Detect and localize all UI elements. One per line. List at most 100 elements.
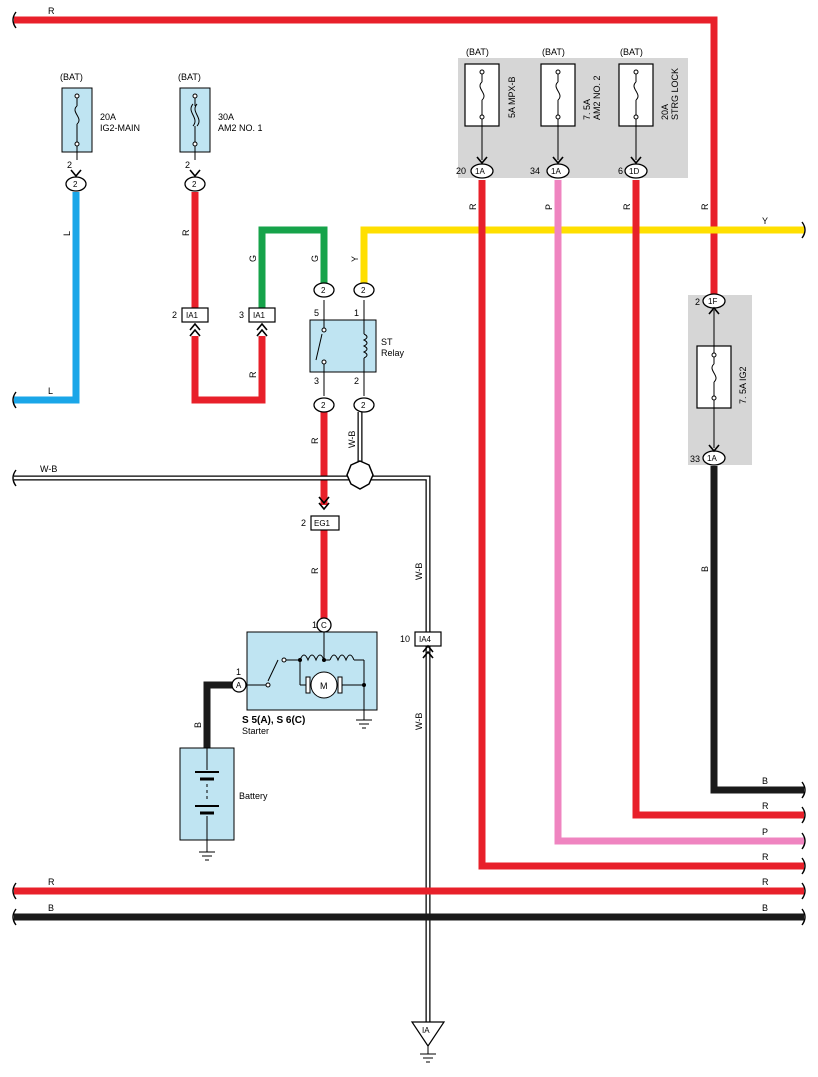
- wire-g: G G: [248, 226, 328, 308]
- wire-label-ia4-bottom: W-B: [414, 713, 424, 730]
- fuse-ig2-pin-bottom: 33: [690, 454, 700, 464]
- wire-label-right-1: B: [762, 776, 768, 786]
- wire-label-ia1-bottom: R: [248, 371, 258, 378]
- wire-label-g-right: G: [310, 255, 320, 262]
- connector-oval-am2-no1: 2: [184, 176, 206, 192]
- fuse-am2-no2-pin: 34: [530, 166, 540, 176]
- battery: Battery: [179, 747, 268, 852]
- fuse-ig2: 7. 5A IG2 2 33: [690, 297, 748, 464]
- wire-y: Y Y: [350, 216, 804, 283]
- connector-oval-relay-2-label: 2: [361, 401, 366, 410]
- connector-ia4-label: IA4: [419, 635, 432, 644]
- connector-oval-ig2-main-label: 2: [73, 180, 78, 189]
- wire-label-am2-no1: R: [181, 229, 191, 236]
- st-relay-pin5: 5: [314, 308, 319, 318]
- fuse-mpx-b-source: (BAT): [466, 47, 489, 57]
- connector-oval-ig2-bottom-label: 1A: [707, 454, 717, 463]
- connector-circle-starter-c: C: [316, 617, 332, 633]
- ground-starter: [356, 719, 372, 729]
- connector-ia1-right: IA1 3: [239, 307, 276, 323]
- fuse-am2-no1-pin: 2: [185, 160, 190, 170]
- fuse-ig2-label: 7. 5A IG2: [738, 366, 748, 404]
- wire-label-battery-b: B: [193, 722, 203, 728]
- connector-eg1: EG1 2: [301, 515, 340, 531]
- st-relay-name: ST: [381, 337, 393, 347]
- fuse-ig2-main-name: IG2-MAIN: [100, 123, 140, 133]
- fuse-ig2-main-source: (BAT): [60, 72, 83, 82]
- starter-subtitle: Starter: [242, 726, 269, 736]
- starter-name: S 5(A), S 6(C): [242, 715, 305, 726]
- wire-label-right-4: R: [762, 852, 769, 862]
- wire-label-y-vertical: Y: [350, 256, 360, 262]
- connector-oval-ig2-main: 2: [65, 176, 87, 192]
- connector-eg1-label: EG1: [314, 519, 331, 528]
- wire-strg-lock-r: R R: [622, 180, 804, 819]
- wire-label-l-bottom: L: [48, 386, 53, 396]
- fuse-am2-no1-amp: 30A: [218, 112, 234, 122]
- connector-oval-strg-lock: 1D: [624, 163, 648, 179]
- wire-mpx-b-r: R R: [468, 180, 804, 870]
- connector-ia1-right-pin: 3: [239, 310, 244, 320]
- wire-am2-no2-p: P P: [544, 180, 804, 845]
- wire-ig2-main-l: L L: [14, 192, 80, 404]
- connector-circle-starter-a-label: A: [236, 681, 242, 690]
- break-marks: [12, 11, 806, 926]
- wire-label-bottom-r-right: R: [762, 877, 769, 887]
- fuse-am2-no1-name: AM2 NO. 1: [218, 123, 263, 133]
- connector-circle-starter-c-label: C: [321, 621, 327, 630]
- connector-ia1-left: IA1 2: [172, 307, 209, 323]
- wire-bottom-b: B B: [14, 903, 804, 921]
- wire-wb: W-B W-B W-B W-B: [14, 412, 431, 1022]
- wire-top-r: R: [14, 6, 718, 298]
- starter-pin-a: 1: [236, 667, 241, 677]
- wire-relay-to-eg1: R R: [310, 412, 328, 620]
- wire-label-ig2-main: L: [62, 231, 72, 236]
- st-relay: ST Relay 5 1 3 2: [309, 300, 405, 396]
- fuse-strg-lock: (BAT) 20A STRG LOCK 6: [618, 47, 680, 176]
- connector-oval-relay-1: 2: [353, 282, 375, 298]
- wire-label-bottom-b-right: B: [762, 903, 768, 913]
- connector-ia1-left-label: IA1: [186, 311, 199, 320]
- fuse-ig2-pin-top: 2: [695, 297, 700, 307]
- wire-label-strg-lock: R: [622, 203, 632, 210]
- fuse-strg-lock-pin: 6: [618, 166, 623, 176]
- starter-motor-label: M: [320, 681, 328, 691]
- ground-ia-label: IA: [422, 1026, 430, 1035]
- connector-circle-starter-a: A: [231, 677, 247, 693]
- wire-label-bottom-r-left: R: [48, 877, 55, 887]
- connector-oval-mpx-b-label: 1A: [475, 167, 485, 176]
- wire-label-wb-horizontal: W-B: [40, 464, 57, 474]
- connector-oval-relay-3-label: 2: [321, 401, 326, 410]
- wire-label-top-r: R: [48, 6, 55, 16]
- connector-oval-relay-2: 2: [353, 397, 375, 413]
- connector-oval-ig2-top-label: 1F: [708, 297, 717, 306]
- connector-ia1-right-label: IA1: [253, 311, 266, 320]
- ground-battery: [199, 851, 215, 861]
- connector-oval-ig2-top: 1F: [702, 293, 726, 309]
- wire-label-mpx-b: R: [468, 203, 478, 210]
- wire-label-relay-r: R: [310, 437, 320, 444]
- chevron-markers: [70, 156, 720, 659]
- fuse-am2-no2-amp: 7. 5A: [582, 99, 592, 120]
- wire-label-ig2-top: R: [700, 203, 710, 210]
- connector-ia1-left-pin: 2: [172, 310, 177, 320]
- connector-ia4: IA4 10: [400, 631, 442, 647]
- st-relay-pin2: 2: [354, 376, 359, 386]
- connector-oval-relay-1-label: 2: [361, 286, 366, 295]
- starter: M S 5(A), S 6(C) Starter 1 1: [236, 620, 378, 736]
- fuse-mpx-b-label: 5A MPX-B: [507, 76, 517, 118]
- connector-oval-strg-lock-label: 1D: [629, 167, 639, 176]
- connector-oval-ig2-bottom: 1A: [702, 450, 726, 466]
- battery-name: Battery: [239, 791, 268, 801]
- wire-am2-no1-r: R R: [181, 192, 266, 404]
- fuse-am2-no1-source: (BAT): [178, 72, 201, 82]
- fuse-mpx-b-pin: 20: [456, 166, 466, 176]
- fuse-ig2-main-amp: 20A: [100, 112, 116, 122]
- connector-ia4-pin: 10: [400, 634, 410, 644]
- wire-label-ig2-b: B: [700, 566, 710, 572]
- fuse-am2-no2: (BAT) 7. 5A AM2 NO. 2 34: [530, 47, 602, 176]
- wire-label-g-left: G: [248, 255, 258, 262]
- wire-battery-b: B: [193, 681, 232, 748]
- wire-bottom-r: R R: [14, 877, 804, 895]
- fuse-strg-lock-source: (BAT): [620, 47, 643, 57]
